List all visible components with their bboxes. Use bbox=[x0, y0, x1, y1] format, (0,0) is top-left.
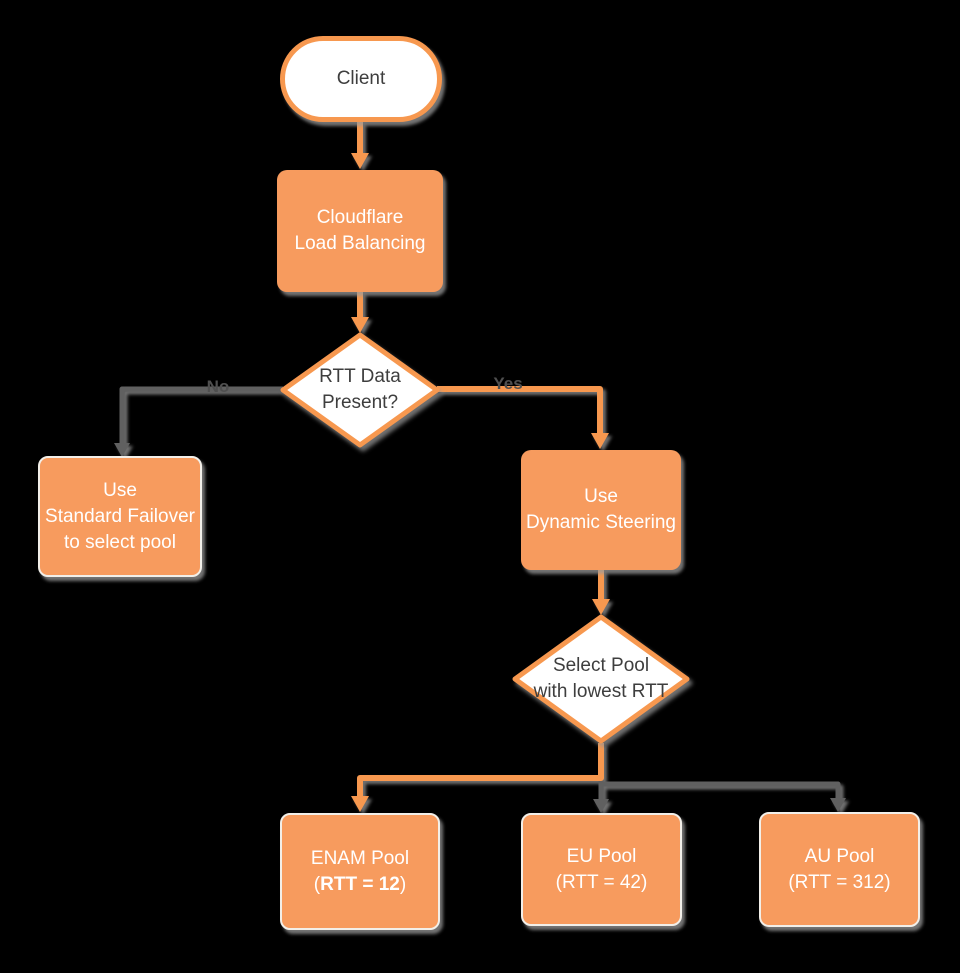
enam-paren-open: ( bbox=[313, 873, 321, 895]
node-au-line2: (RTT = 312) bbox=[788, 871, 891, 893]
arrowhead-dynamic-to-select bbox=[592, 599, 610, 615]
edge-to-enam-pool bbox=[357, 743, 604, 797]
node-client: Client bbox=[280, 36, 442, 122]
arrowhead-no-branch bbox=[114, 443, 130, 457]
diamond-shape bbox=[280, 332, 440, 448]
decision-select-line2: with lowest RTT bbox=[533, 681, 669, 702]
node-au-pool: AU Pool (RTT = 312) bbox=[759, 812, 920, 927]
node-client-label: Client bbox=[336, 68, 386, 89]
arrowhead-yes-branch bbox=[591, 433, 609, 449]
enam-paren-close: ) bbox=[399, 873, 407, 895]
node-failover-line3: to select pool bbox=[64, 531, 176, 553]
node-cloudflare-line2: Load Balancing bbox=[294, 233, 426, 254]
edge-label-yes: Yes bbox=[493, 374, 523, 393]
node-failover-line1: Use bbox=[103, 479, 137, 501]
node-au-line1: AU Pool bbox=[804, 845, 875, 867]
node-enam-pool: ENAM Pool (RTT = 12) bbox=[280, 813, 440, 930]
node-eu-line2: (RTT = 42) bbox=[555, 871, 648, 893]
node-enam-line1: ENAM Pool bbox=[310, 847, 410, 869]
node-standard-failover: Use Standard Failover to select pool bbox=[38, 456, 202, 577]
node-eu-line1: EU Pool bbox=[566, 845, 637, 867]
node-dynamic-line1: Use bbox=[584, 486, 618, 507]
edge-yes-branch bbox=[437, 386, 603, 435]
node-enam-line2: (RTT = 12) bbox=[314, 872, 406, 898]
decision-select-pool-shape bbox=[512, 614, 690, 744]
node-cloudflare-load-balancing: Cloudflare Load Balancing bbox=[277, 170, 443, 292]
decision-rtt-line2: Present? bbox=[321, 392, 399, 413]
arrowhead-client-to-lb bbox=[351, 153, 369, 169]
decision-select-pool-label: Select Pool with lowest RTT bbox=[511, 613, 691, 745]
node-failover-line2: Standard Failover bbox=[45, 505, 195, 527]
arrowhead-enam-pool bbox=[351, 796, 369, 812]
node-cloudflare-line1: Cloudflare bbox=[316, 207, 404, 228]
node-dynamic-line2: Dynamic Steering bbox=[526, 512, 676, 533]
enam-rtt-value: RTT = 12 bbox=[320, 873, 400, 895]
edge-label-no: No bbox=[206, 377, 230, 396]
edge-to-au-pool bbox=[598, 743, 841, 800]
arrowhead-au-pool bbox=[830, 798, 846, 812]
node-dynamic-steering: Use Dynamic Steering bbox=[521, 450, 681, 570]
arrowhead-lb-to-decision bbox=[351, 317, 369, 333]
decision-rtt-line1: RTT Data bbox=[319, 366, 401, 387]
arrowhead-eu-pool bbox=[593, 799, 609, 813]
diamond-shape bbox=[512, 614, 690, 744]
decision-rtt-data-label: RTT Data Present? bbox=[280, 331, 440, 449]
decision-rtt-data-shape bbox=[280, 332, 440, 448]
edge-no-branch bbox=[119, 386, 283, 446]
node-eu-pool: EU Pool (RTT = 42) bbox=[521, 813, 682, 926]
decision-select-line1: Select Pool bbox=[552, 655, 650, 676]
